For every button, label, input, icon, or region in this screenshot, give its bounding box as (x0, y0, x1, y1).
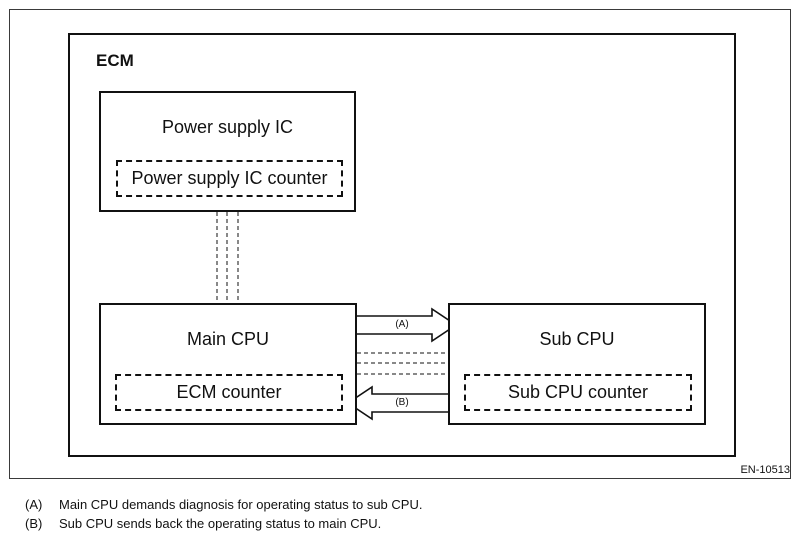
sub-cpu-block: Sub CPU Sub CPU counter (448, 303, 706, 425)
ecm-label: ECM (96, 51, 134, 70)
ecm-container (68, 33, 736, 457)
diagram-frame (9, 9, 791, 479)
legend-text: Sub CPU sends back the operating status … (59, 516, 382, 531)
document-id: EN-10513 (740, 464, 790, 476)
arrow-b-label: (B) (395, 397, 409, 408)
legend-item: (A) Main CPU demands diagnosis for operat… (25, 497, 422, 512)
arrow-a-icon (346, 307, 458, 343)
sub-cpu-counter: Sub CPU counter (464, 374, 692, 411)
legend-item: (B) Sub CPU sends back the operating stat… (25, 516, 381, 531)
ecm-counter: ECM counter (115, 374, 343, 411)
legend-key: (B) (25, 516, 43, 531)
power-bus-lines (216, 212, 239, 303)
power-supply-ic-title: Power supply IC (161, 117, 294, 137)
main-cpu-title: Main CPU (186, 329, 270, 349)
legend-key: (A) (25, 497, 43, 512)
legend-text: Main CPU demands diagnosis for operating… (59, 497, 423, 512)
power-supply-ic-block: Power supply IC Power supply IC counter (99, 91, 356, 212)
arrow-a-label: (A) (395, 319, 409, 330)
arrow-b-icon (346, 385, 458, 421)
sub-cpu-title: Sub CPU (539, 329, 615, 349)
cpu-bus-lines (357, 352, 448, 375)
power-supply-ic-counter: Power supply IC counter (116, 160, 343, 197)
main-cpu-block: Main CPU ECM counter (99, 303, 357, 425)
